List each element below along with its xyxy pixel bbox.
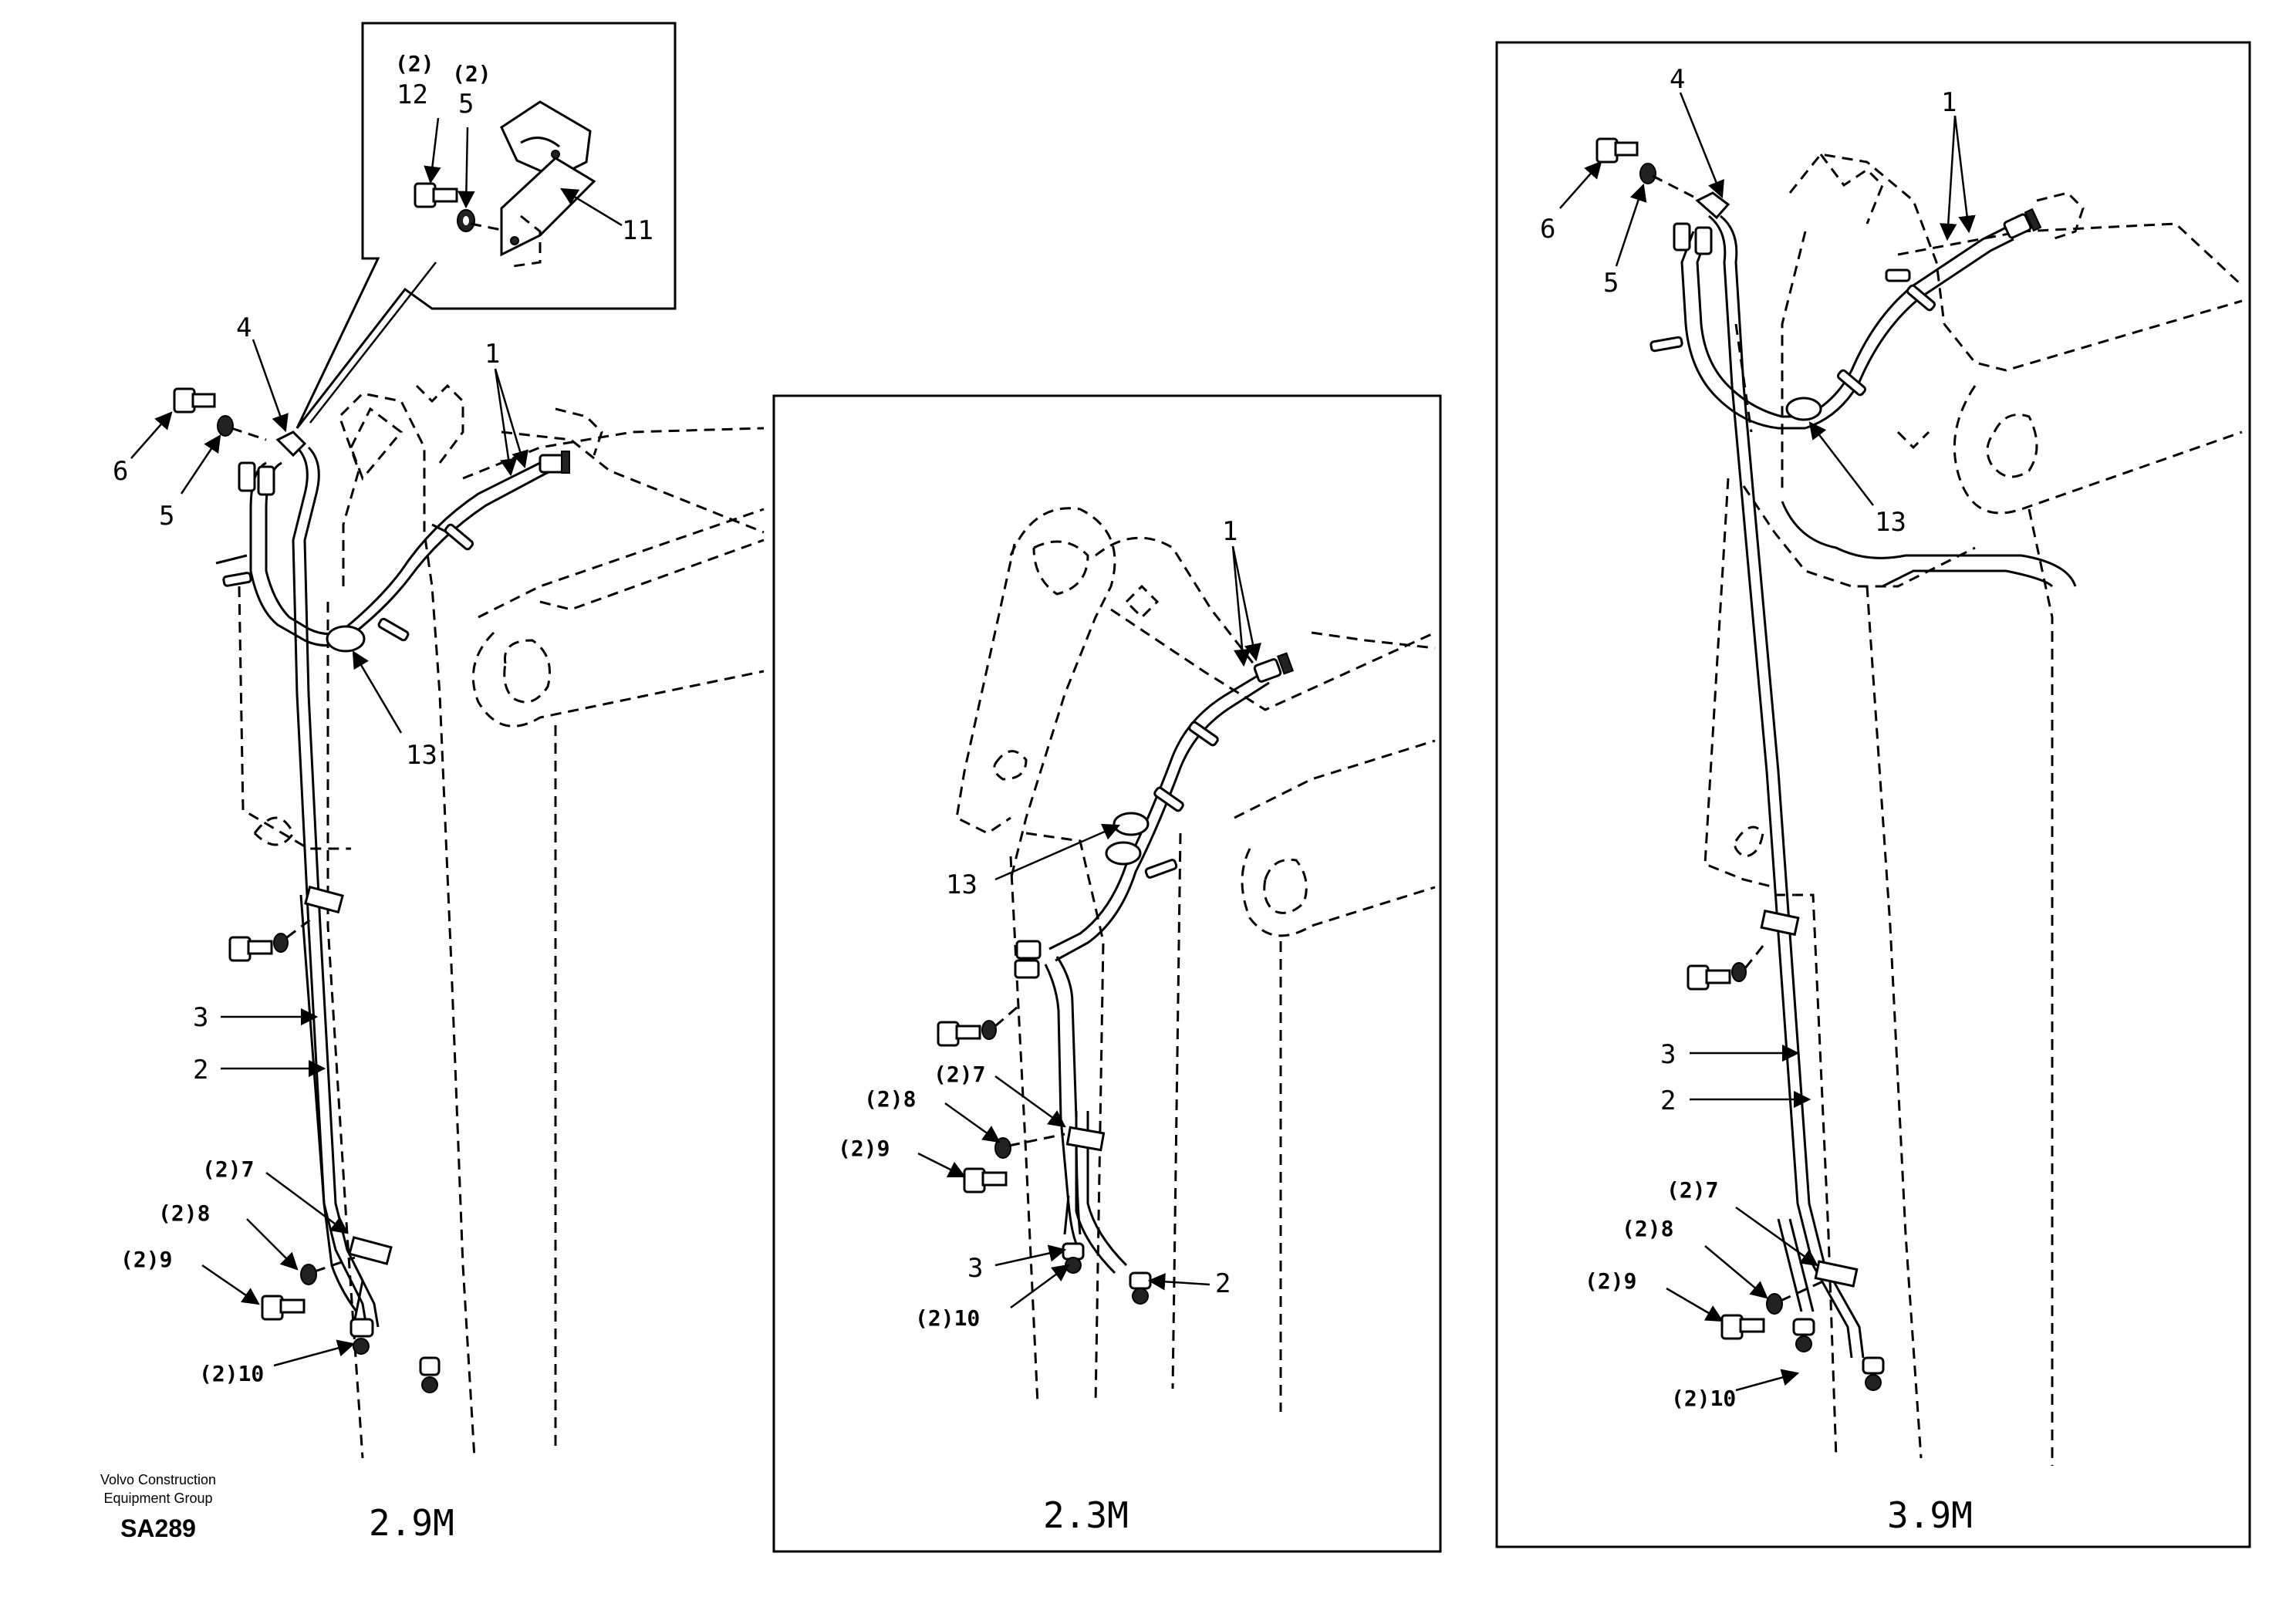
bolts bbox=[173, 387, 356, 1321]
callout-9: (2)9 bbox=[1585, 1268, 1636, 1294]
detail-num-bolt: 12 bbox=[397, 79, 428, 110]
callout-6: 6 bbox=[1540, 214, 1555, 245]
callout-2: 2 bbox=[193, 1055, 208, 1085]
callout-3: 3 bbox=[193, 1002, 208, 1033]
panel-caption-middle: 2.3M bbox=[1043, 1494, 1129, 1536]
callout-13: 13 bbox=[946, 869, 977, 900]
leader-lines bbox=[1559, 92, 1976, 1392]
arm-outline bbox=[1703, 153, 2244, 1466]
callout-8: (2)8 bbox=[864, 1086, 916, 1112]
callout-6: 6 bbox=[113, 456, 128, 487]
clamps bbox=[215, 523, 474, 1265]
washer-icon bbox=[217, 415, 234, 437]
panel-3-9m: 4 1 6 5 13 3 2 (2)7 (2)8 (2)9 (2)10 3.9M bbox=[1495, 41, 2251, 1548]
callout-10: (2)10 bbox=[199, 1361, 264, 1386]
callout-13: 13 bbox=[1875, 507, 1906, 538]
callout-5: 5 bbox=[159, 501, 174, 532]
washer-icon bbox=[300, 1264, 317, 1285]
drawing-code: SA289 bbox=[120, 1514, 196, 1542]
brand-line-2: Equipment Group bbox=[103, 1491, 212, 1506]
fittings bbox=[238, 430, 570, 1393]
detail-callout-box: (2) 12 (2) 5 11 bbox=[295, 22, 677, 429]
washer-icon bbox=[1639, 163, 1656, 184]
washer-icon bbox=[457, 209, 475, 232]
hydraulic-lines bbox=[1044, 670, 1270, 1275]
leader-lines bbox=[130, 339, 528, 1367]
bolt-icon bbox=[173, 387, 216, 414]
panel-caption-right: 3.9M bbox=[1887, 1494, 1973, 1536]
hydraulic-lines bbox=[249, 446, 560, 1329]
arm-outline bbox=[955, 507, 1436, 1412]
panel-frame-right bbox=[1495, 41, 2251, 1548]
callout-4: 4 bbox=[1670, 64, 1685, 95]
callout-8: (2)8 bbox=[158, 1200, 210, 1226]
bolt-icon bbox=[228, 933, 289, 962]
callout-2: 2 bbox=[1660, 1085, 1676, 1116]
callout-1: 1 bbox=[485, 339, 500, 370]
callout-2: 2 bbox=[1215, 1268, 1231, 1299]
bolt-icon bbox=[937, 1020, 997, 1047]
brand-line-1: Volvo Construction bbox=[100, 1472, 216, 1487]
bolt-icon bbox=[414, 182, 458, 208]
fittings bbox=[1673, 191, 2085, 1391]
brand-block: Volvo Construction Equipment Group SA289 bbox=[100, 1472, 216, 1542]
clamps bbox=[1065, 721, 1219, 1152]
panel-caption-left: 2.9M bbox=[369, 1502, 454, 1544]
callout-9: (2)9 bbox=[120, 1247, 172, 1272]
callout-8: (2)8 bbox=[1622, 1216, 1673, 1241]
callout-1: 1 bbox=[1941, 87, 1957, 118]
fittings bbox=[1014, 652, 1295, 1305]
callout-9: (2)9 bbox=[838, 1136, 890, 1161]
bolt-icon bbox=[261, 1295, 306, 1321]
bolt-icon bbox=[1687, 962, 1747, 991]
detail-qty-washer: (2) bbox=[452, 61, 491, 86]
clamps bbox=[1649, 268, 1936, 1288]
washer-icon bbox=[1766, 1293, 1783, 1315]
detail-num-washer: 5 bbox=[458, 89, 474, 120]
callout-3: 3 bbox=[1660, 1039, 1676, 1070]
panel-frame-middle bbox=[772, 394, 1442, 1553]
callout-13: 13 bbox=[406, 740, 437, 771]
washer-icon bbox=[994, 1137, 1011, 1159]
callout-7: (2)7 bbox=[1666, 1177, 1718, 1203]
callout-5: 5 bbox=[1603, 268, 1619, 299]
callout-7: (2)7 bbox=[934, 1062, 985, 1087]
panel-2-3m: 1 13 (2)7 (2)8 (2)9 3 (2)10 2 2.3M bbox=[772, 394, 1442, 1553]
panel-2-9m: 1 4 6 5 13 3 2 (2)7 (2)8 (2)9 (2)10 2.9M bbox=[113, 312, 765, 1544]
callout-7: (2)7 bbox=[202, 1156, 254, 1182]
callout-3: 3 bbox=[967, 1253, 983, 1284]
bolt-icon bbox=[963, 1167, 1008, 1194]
callout-4: 4 bbox=[236, 312, 252, 343]
clamp-icon bbox=[500, 100, 596, 268]
callout-10: (2)10 bbox=[915, 1305, 980, 1331]
detail-num-clamp: 11 bbox=[622, 215, 653, 246]
callout-10: (2)10 bbox=[1671, 1386, 1736, 1411]
bolts bbox=[937, 1001, 1065, 1194]
arm-outline bbox=[238, 383, 765, 1459]
callout-1: 1 bbox=[1222, 516, 1237, 547]
bolt-icon bbox=[1595, 137, 1639, 164]
bolt-icon bbox=[1720, 1314, 1765, 1340]
bolts bbox=[1595, 137, 1825, 1340]
hydraulic-lines bbox=[1680, 214, 2014, 1359]
detail-qty-bolt: (2) bbox=[395, 51, 434, 76]
leader-lines bbox=[917, 545, 1261, 1309]
